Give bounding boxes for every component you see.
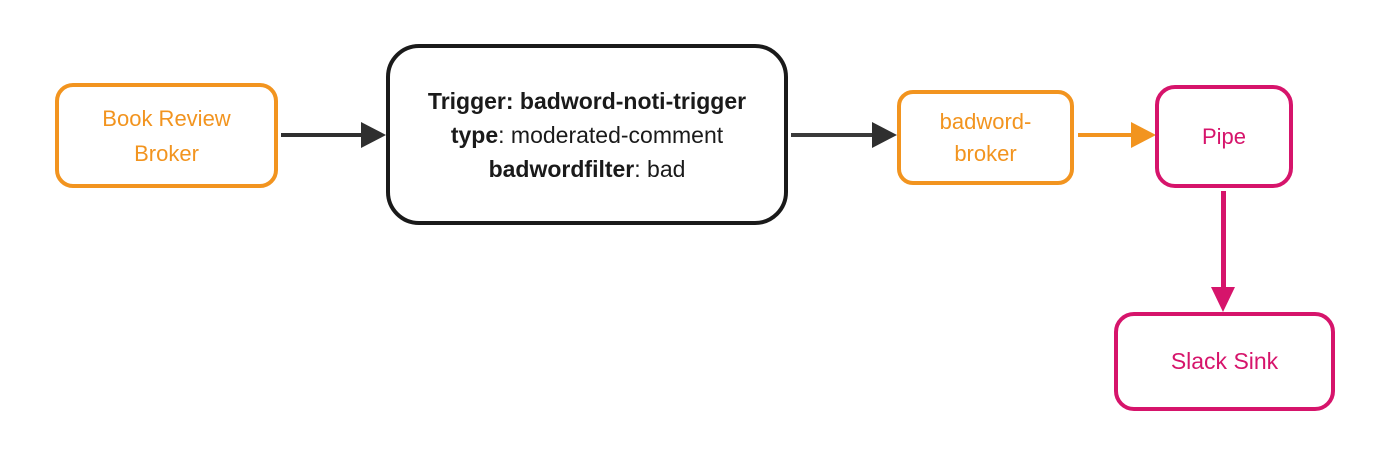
trigger-filter-value: : bad bbox=[634, 155, 686, 182]
node-trigger: Trigger: badword-noti-trigger type: mode… bbox=[386, 44, 788, 225]
trigger-type-line: type: moderated-comment bbox=[451, 118, 723, 152]
edge-badword-broker-to-pipe-line bbox=[1078, 133, 1131, 137]
trigger-type-key: type bbox=[450, 121, 499, 148]
edge-badword-broker-to-pipe-arrowhead-icon bbox=[1131, 122, 1156, 148]
edge-trigger-to-badword-broker-line bbox=[791, 133, 872, 137]
edge-trigger-to-badword-broker-arrowhead-icon bbox=[872, 122, 897, 148]
edge-pipe-to-slack-sink-arrowhead-icon bbox=[1211, 287, 1235, 312]
edge-pipe-to-slack-sink-line bbox=[1221, 191, 1226, 288]
node-pipe: Pipe bbox=[1155, 85, 1293, 188]
node-badword-broker-label: badword-broker bbox=[939, 108, 1032, 166]
trigger-title-line: Trigger: badword-noti-trigger bbox=[427, 87, 747, 114]
trigger-filter-key: badwordfilter bbox=[488, 155, 635, 182]
edge-broker-to-trigger-arrowhead-icon bbox=[361, 122, 386, 148]
trigger-filter-line: badwordfilter: bad bbox=[489, 152, 686, 186]
node-badword-broker: badword-broker bbox=[897, 90, 1074, 185]
node-pipe-label: Pipe bbox=[1201, 123, 1247, 149]
node-slack-sink: Slack Sink bbox=[1114, 312, 1335, 411]
node-slack-sink-label: Slack Sink bbox=[1170, 348, 1279, 374]
node-book-review-broker: Book Review Broker bbox=[55, 83, 278, 188]
trigger-type-value: : moderated-comment bbox=[498, 121, 724, 148]
edge-broker-to-trigger-line bbox=[281, 133, 362, 137]
node-book-review-broker-label: Book Review Broker bbox=[102, 105, 231, 166]
